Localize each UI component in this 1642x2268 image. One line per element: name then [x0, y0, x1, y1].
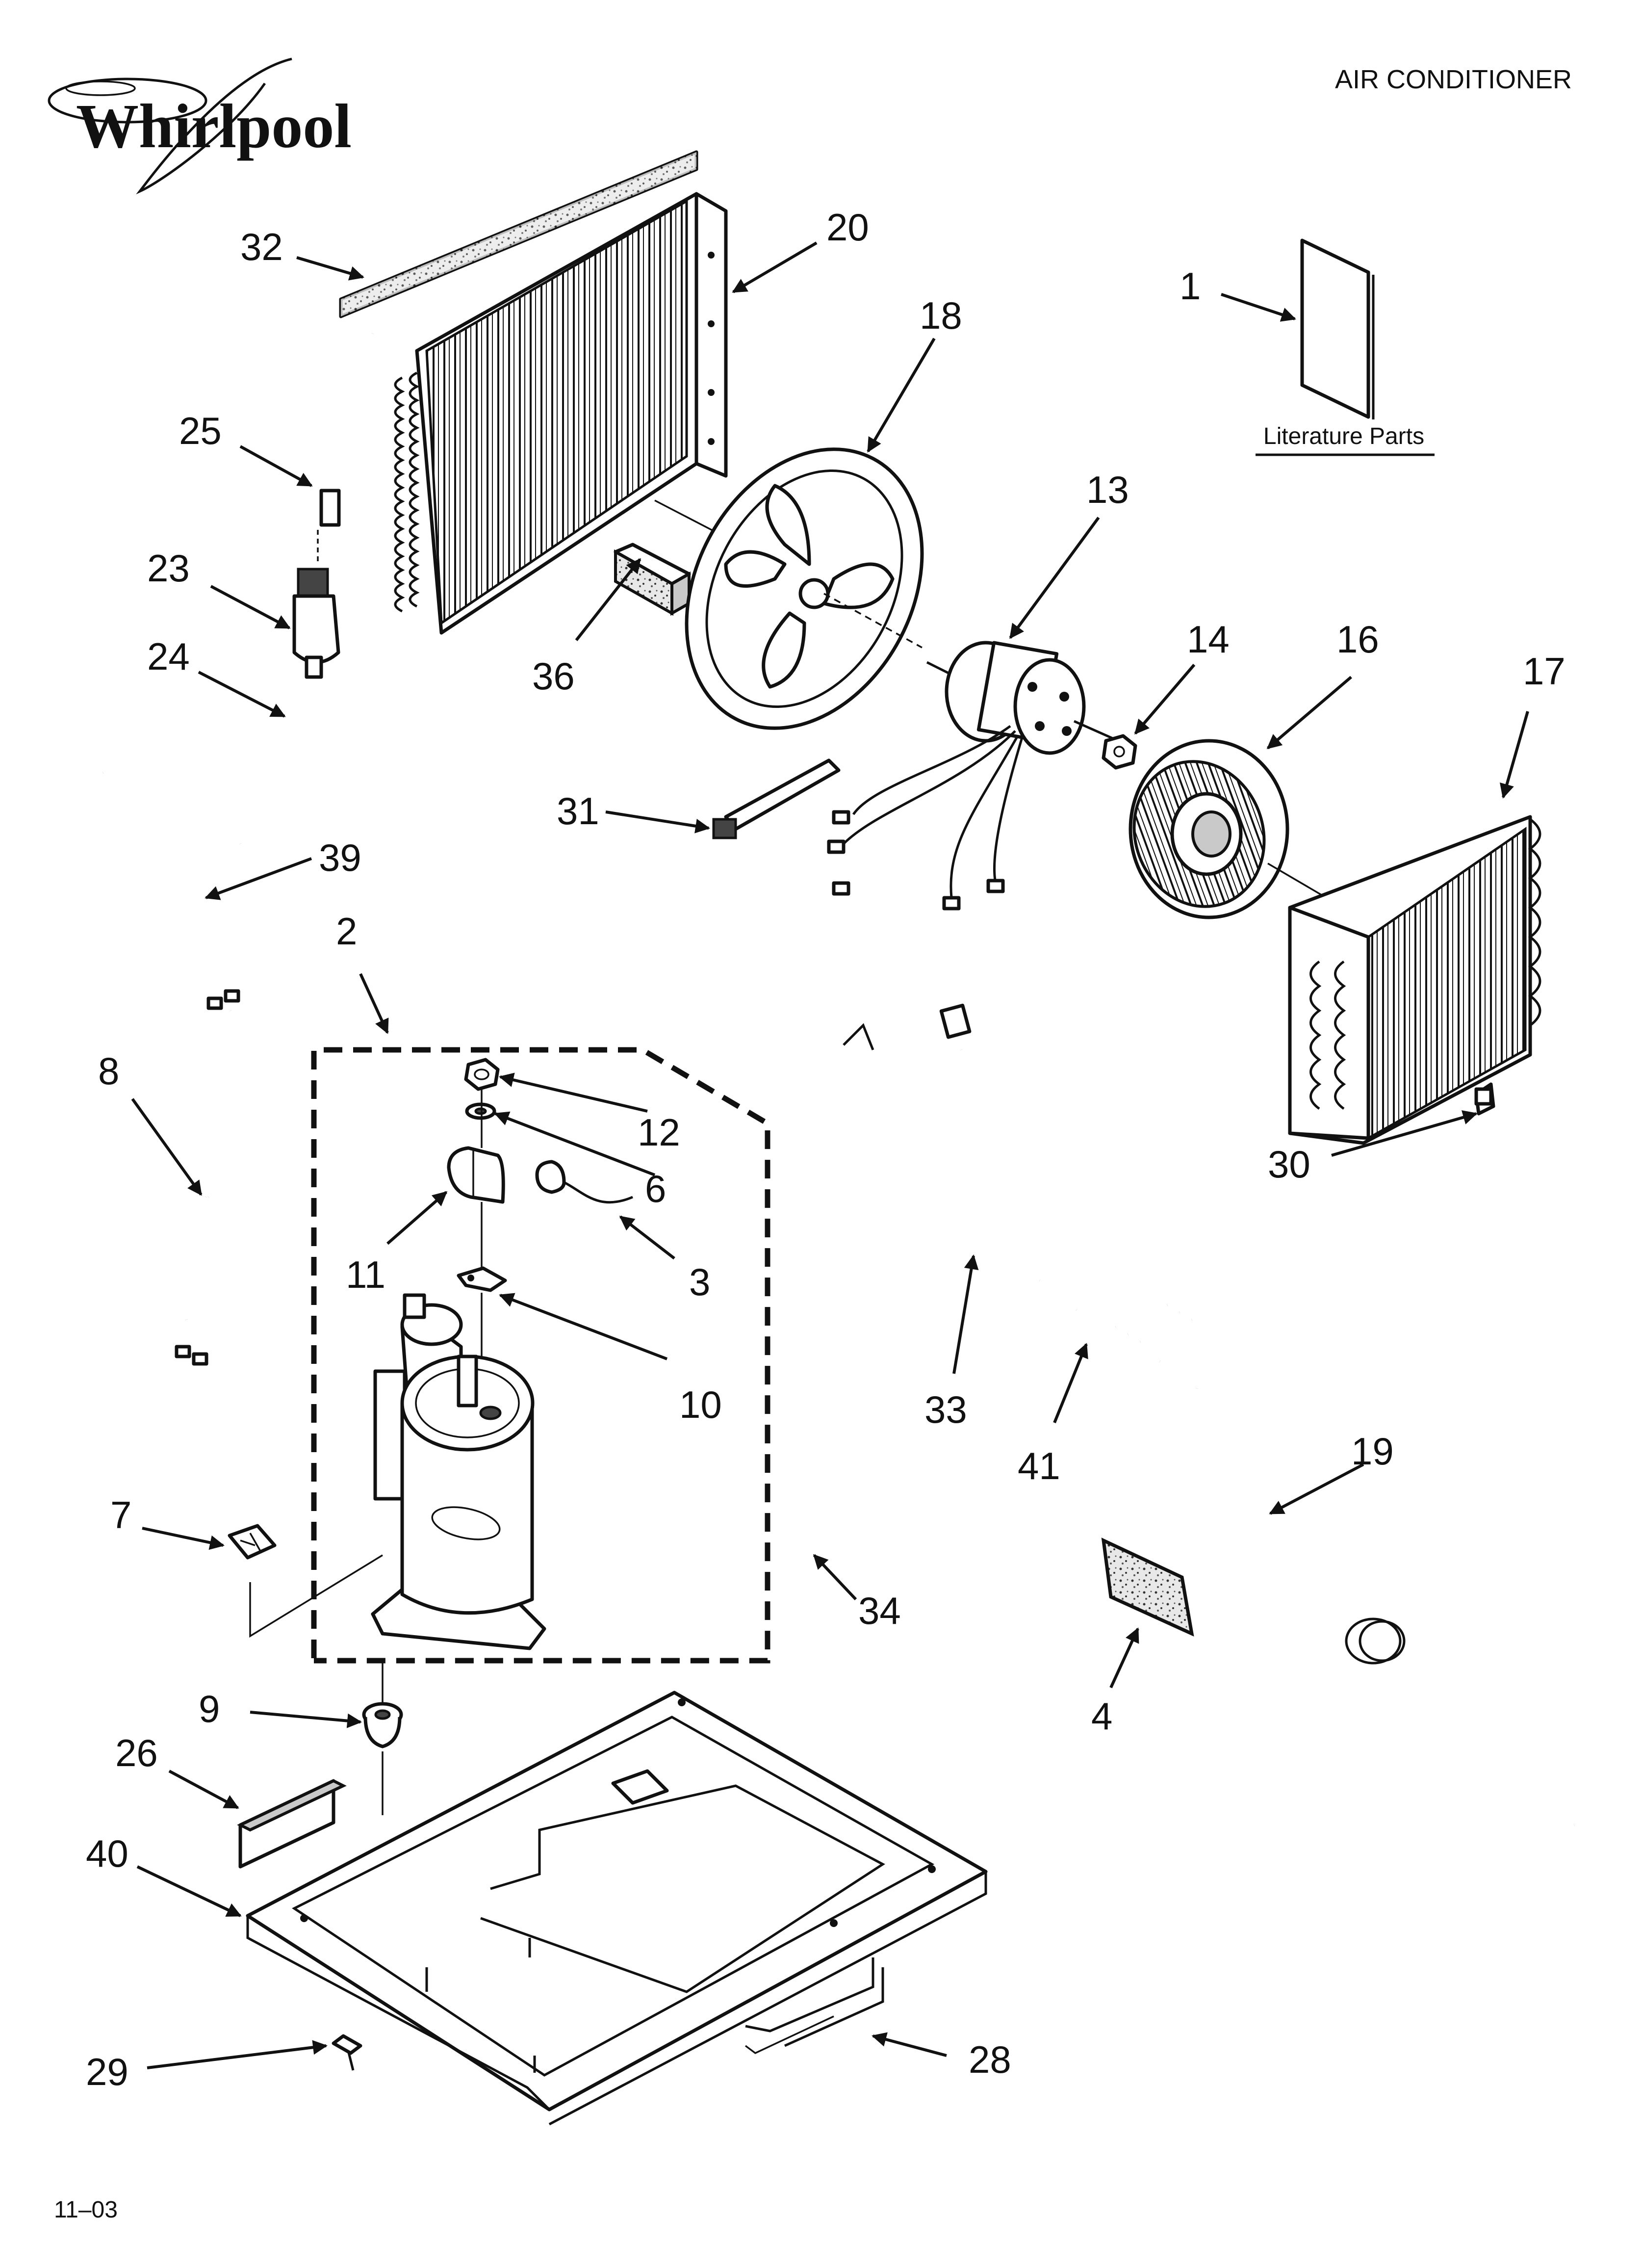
date-code: 11–03	[54, 2197, 118, 2223]
part-30-clip	[332, 2034, 362, 2071]
part-10-bracket	[457, 1266, 507, 1292]
whirlpool-logo: Whirlpool	[48, 57, 352, 195]
part-33-discharge-tube	[839, 978, 1041, 1531]
part-25-tube	[317, 333, 377, 564]
callout-8: 8	[98, 1049, 119, 1093]
part-12-nut	[464, 1058, 500, 1091]
callout-7: 9	[199, 1687, 220, 1730]
callout-14: 14	[1187, 618, 1230, 661]
part-11-overload	[447, 1146, 505, 1204]
part-4-filter-pad	[1101, 1538, 1194, 1637]
callout-39: 39	[319, 836, 361, 879]
part-26-pad	[237, 1779, 347, 1869]
part-16-blower-wheel	[1129, 739, 1369, 923]
callout-25: 25	[179, 409, 222, 452]
callout-24: 24	[147, 635, 190, 678]
callout-26: 26	[115, 1731, 158, 1774]
compressor-body	[371, 1293, 546, 1650]
callout-30: 29	[86, 2050, 128, 2093]
callout-10: 10	[679, 1383, 722, 1426]
callout-3: 3	[689, 1260, 710, 1303]
leader-lines	[131, 241, 1529, 2069]
part-29-clip	[1474, 1082, 1495, 1116]
callout-40: 40	[86, 1832, 128, 1875]
part-19-tube	[1191, 1363, 1576, 1851]
callout-11: 11	[346, 1253, 385, 1296]
callout-41: 41	[1018, 1444, 1060, 1487]
part-23-drier	[292, 568, 340, 679]
part-17-condenser-fan	[654, 447, 924, 730]
callout-4: 4	[1091, 1694, 1112, 1738]
callout-2: 2	[336, 910, 357, 953]
callout-18: 17	[1523, 650, 1565, 693]
part-39-bent-tube	[101, 752, 244, 937]
callout-6: 6	[645, 1167, 666, 1210]
part-20-return-bends	[394, 371, 420, 613]
callout-28: 28	[969, 2038, 1011, 2081]
callout-33: 33	[924, 1388, 967, 1431]
part-41-manifold	[1074, 1303, 1193, 1366]
literature-parts-label: Literature Parts	[1263, 423, 1424, 449]
callout-23: 23	[147, 547, 190, 590]
part-18-evaporator-coil	[1288, 815, 1541, 1145]
callout-13: 13	[1086, 468, 1129, 511]
part-7-grommet	[362, 1661, 403, 1815]
part-20-condenser-coil	[415, 192, 728, 635]
callout-31: 31	[557, 789, 599, 833]
callout-20: 20	[826, 206, 869, 249]
callout-19: 19	[1351, 1430, 1394, 1473]
part-6-washer	[465, 1102, 496, 1120]
callout-36: 36	[532, 654, 575, 698]
brand-wordmark: Whirlpool	[76, 91, 352, 161]
part-13-fan-motor	[827, 641, 1119, 911]
callout-9: 7	[110, 1493, 131, 1537]
callout-29: 30	[1268, 1143, 1310, 1186]
callout-34: 34	[858, 1589, 901, 1632]
callout-16: 16	[1336, 618, 1379, 661]
callout-1: 1	[1180, 264, 1201, 308]
part-24-suction-tube	[309, 616, 532, 743]
part-8-wire-harness	[175, 989, 251, 1366]
part-31-cable-tie	[712, 758, 841, 839]
page-title: AIR CONDITIONER	[1335, 65, 1572, 94]
callout-12: 12	[638, 1111, 680, 1154]
part-1-literature: Literature Parts	[1256, 238, 1435, 456]
part-36-foam-block	[614, 543, 691, 616]
part-3-lead	[535, 1160, 633, 1204]
callout-32: 32	[240, 225, 283, 268]
part-28-rail	[744, 2015, 834, 2055]
part-2-compressor-assembly	[311, 1047, 770, 1664]
callout-labels: 32 20 1 18 25 13 23 36 24 14 16 17 31 39…	[86, 206, 1565, 2093]
part-32-gasket-strip	[339, 150, 698, 318]
callout-17: 18	[920, 294, 962, 337]
part-9-clip	[228, 1524, 383, 1638]
part-40-base-pan	[246, 1691, 988, 2126]
part-14-hex-nut	[1102, 734, 1137, 770]
